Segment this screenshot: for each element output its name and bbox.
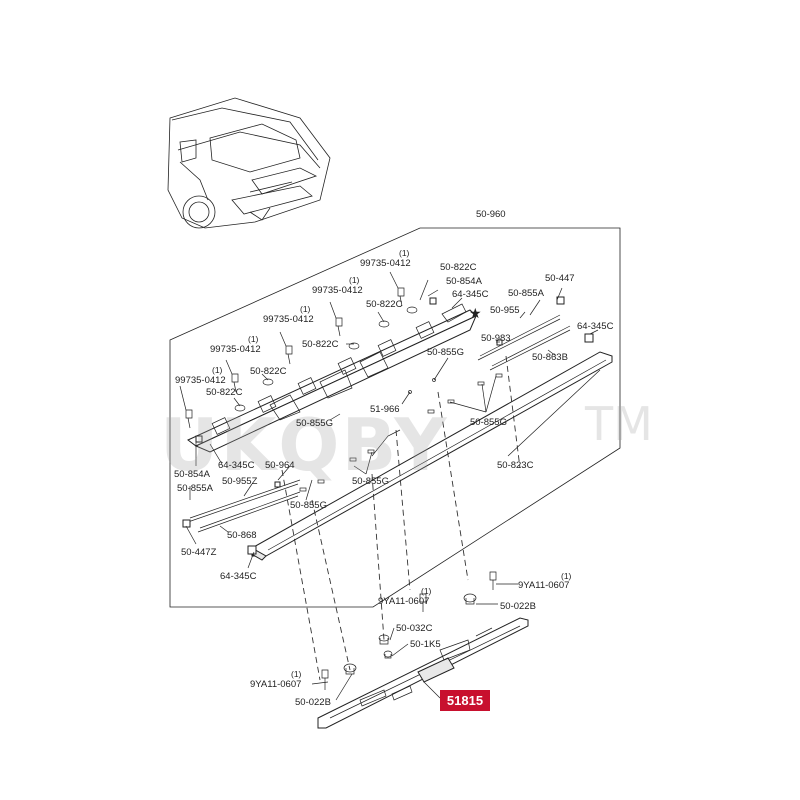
label-50-822c-d: 50-822C (250, 366, 287, 377)
label-50-822c-e: 50-822C (206, 387, 243, 398)
label-50-955z: 50-955Z (222, 476, 258, 487)
label-50-855g-c: 50-855G (470, 417, 507, 428)
watermark-tm: TM (584, 397, 653, 451)
watermark: UKQBY TM (160, 397, 653, 487)
garnish-base-part (187, 303, 477, 453)
label-9ya11-b: 9YA11-0607 (378, 596, 429, 607)
label-99735-a: 99735-0412 (360, 258, 411, 269)
install-guide-lines (281, 355, 521, 681)
label-50-1k5: 50-1K5 (410, 639, 441, 650)
label-50-855g-e: 50-855G (352, 476, 389, 487)
label-50-822c-c: 50-822C (302, 339, 339, 350)
star-icon: ★ (469, 306, 482, 322)
label-50-964: 50-964 (265, 460, 295, 471)
qty-label: (1) (421, 586, 432, 596)
label-50-955: 50-955 (490, 305, 520, 316)
label-50-855a-b: 50-855A (177, 483, 214, 494)
label-64-345c-a: 64-345C (452, 289, 489, 300)
label-50-823c: 50-823C (497, 460, 534, 471)
label-50-855g-d: 50-855G (290, 500, 327, 511)
car-illustration (167, 97, 331, 229)
qty-label: (1) (561, 571, 572, 581)
label-50-854a-a: 50-854A (446, 276, 483, 287)
label-99735-b: 99735-0412 (312, 285, 363, 296)
qty-label: (1) (212, 365, 223, 375)
label-50-447: 50-447 (545, 273, 575, 284)
qty-label: (1) (291, 669, 302, 679)
qty-label: (1) (349, 275, 360, 285)
label-50-854a-b: 50-854A (174, 469, 211, 480)
label-50-863b: 50-863B (532, 352, 568, 363)
label-50-822c-a: 50-822C (440, 262, 477, 273)
label-50-022b-b: 50-022B (295, 697, 331, 708)
watermark-text: UKQBY (160, 403, 449, 487)
label-99735-e: 99735-0412 (175, 375, 226, 386)
label-99735-c: 99735-0412 (263, 314, 314, 325)
label-99735-d: 99735-0412 (210, 344, 261, 355)
label-50-868: 50-868 (227, 530, 257, 541)
part-labels: 50-960 (1) 99735-0412 (1) 99735-0412 (1)… (174, 209, 614, 708)
label-50-032c: 50-032C (396, 623, 433, 634)
label-64-345c-c: 64-345C (218, 460, 255, 471)
clips (182, 296, 594, 555)
label-50-855g-b: 50-855G (296, 418, 333, 429)
label-50-447z: 50-447Z (181, 547, 217, 558)
label-50-855g-a: 50-855G (427, 347, 464, 358)
lower-fasteners (311, 571, 518, 701)
qty-label: (1) (399, 248, 410, 258)
part-number-badge: 51815 (440, 690, 490, 711)
badge-text: 51815 (447, 693, 483, 708)
label-9ya11-a: 9YA11-0607 (518, 580, 569, 591)
label-50-855a-a: 50-855A (508, 288, 545, 299)
qty-label: (1) (300, 304, 311, 314)
label-50-822c-b: 50-822C (366, 299, 403, 310)
weatherstrips (187, 314, 571, 533)
leader-lines (179, 271, 601, 569)
label-64-345c-b: 64-345C (577, 321, 614, 332)
qty-label: (1) (248, 334, 259, 344)
label-51-966: 51-966 (370, 404, 400, 415)
label-50-960: 50-960 (476, 209, 506, 220)
label-50-022b-a: 50-022B (500, 601, 536, 612)
rear-bracket-part (317, 617, 529, 729)
assembly-boundary (169, 227, 621, 608)
label-9ya11-c: 9YA11-0607 (250, 679, 301, 690)
label-64-345c-d: 64-345C (220, 571, 257, 582)
label-50-983: 50-983 (481, 333, 511, 344)
nuts-50-822c (234, 306, 418, 412)
bolts-99735 (185, 287, 405, 429)
